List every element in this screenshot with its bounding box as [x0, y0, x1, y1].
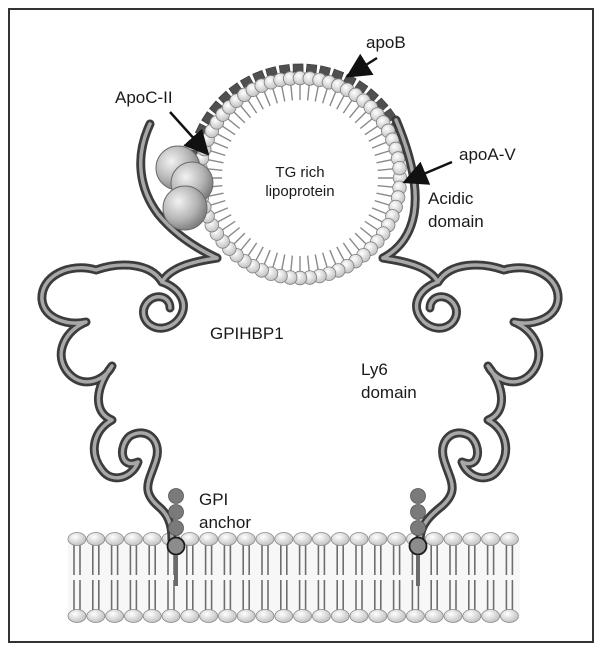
apoa-v-arrow: [402, 160, 453, 185]
ly6-label: Ly6: [361, 360, 388, 379]
lipoprotein-label: lipoprotein: [265, 183, 334, 200]
acidic-domain-label: domain: [428, 212, 484, 231]
gpihbp1-protein: [37, 115, 563, 545]
tg-rich-lipoprotein-particle: [187, 63, 413, 286]
label-arrows: [169, 53, 453, 185]
acidic-label: Acidic: [428, 189, 474, 208]
apoa-v-label: apoA-V: [459, 145, 516, 164]
apob-arrow: [345, 53, 378, 78]
apoc-ii-spheres: [155, 145, 214, 231]
gpi-anchor-label: anchor: [199, 513, 251, 532]
gpi-anchor-beads: [166, 488, 428, 586]
apoc-ii-label: ApoC-II: [115, 88, 173, 107]
ly6-domain-label: domain: [361, 383, 417, 402]
apob-label: apoB: [366, 33, 406, 52]
tg-rich-label: TG rich: [275, 164, 324, 181]
cell-membrane: [67, 532, 520, 623]
gpihbp1-label: GPIHBP1: [210, 324, 284, 343]
gpi-label: GPI: [199, 490, 228, 509]
apoc-ii-arrow: [169, 111, 210, 156]
